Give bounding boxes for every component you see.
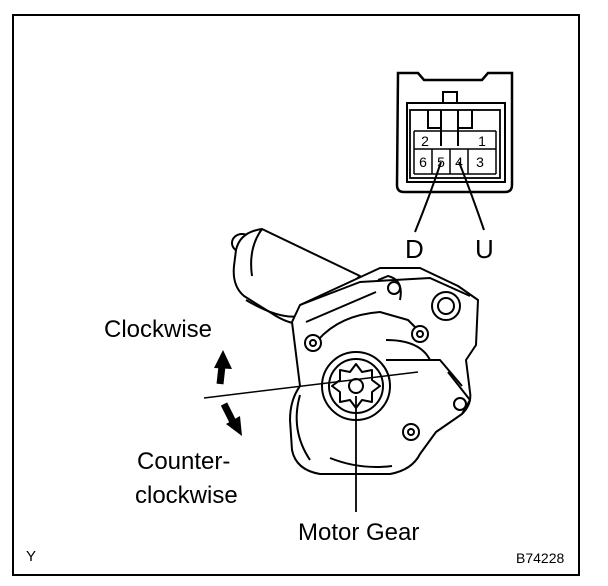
- pin-label-1: 1: [478, 133, 486, 149]
- rotation-axis-line: [203, 371, 419, 399]
- pin-label-5: 5: [437, 154, 445, 170]
- connector: [395, 71, 514, 233]
- lead-label-u: U: [475, 234, 494, 264]
- counterclockwise-label-line2: clockwise: [135, 482, 238, 509]
- counterclockwise-arrow-icon: [220, 402, 242, 436]
- pin-label-4: 4: [455, 154, 463, 170]
- motor-gear-label: Motor Gear: [298, 519, 420, 546]
- figure-frame: [12, 14, 580, 576]
- pin-label-2: 2: [421, 133, 429, 149]
- figure-code: B74228: [516, 550, 565, 566]
- motor-assembly: [231, 228, 479, 475]
- counterclockwise-label-line1: Counter-: [137, 448, 231, 475]
- pin-label-3: 3: [476, 154, 484, 170]
- lead-label-d: D: [405, 234, 424, 264]
- pin-label-6: 6: [419, 154, 427, 170]
- clockwise-label: Clockwise: [104, 316, 213, 343]
- corner-label-y: Y: [26, 548, 37, 565]
- clockwise-arrow-icon: [214, 350, 232, 385]
